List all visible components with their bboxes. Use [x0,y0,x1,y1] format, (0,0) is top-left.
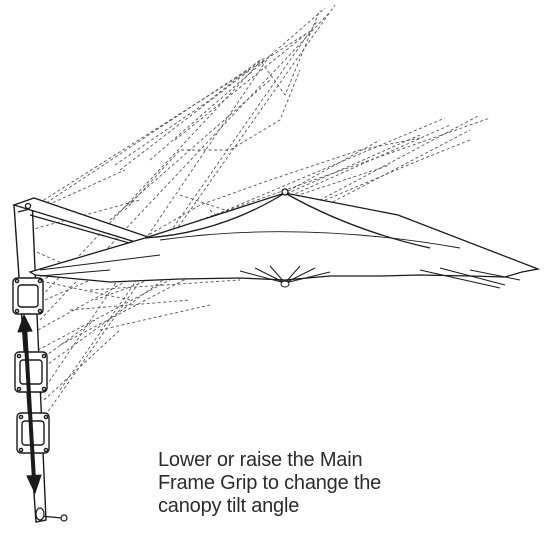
instruction-line-2: Frame Grip to change the [158,472,382,494]
main-frame-grip-middle [14,351,48,393]
instruction-line-3: canopy tilt angle [158,495,300,517]
canopy-ribs [39,254,521,289]
up-down-arrow-icon [17,313,42,495]
canopy [28,188,541,283]
instruction-caption: Lower or raise the Main Frame Grip to ch… [158,449,458,518]
main-frame-grip-upper [12,277,44,315]
instruction-line-1: Lower or raise the Main [158,449,363,471]
base-peg [35,507,68,522]
